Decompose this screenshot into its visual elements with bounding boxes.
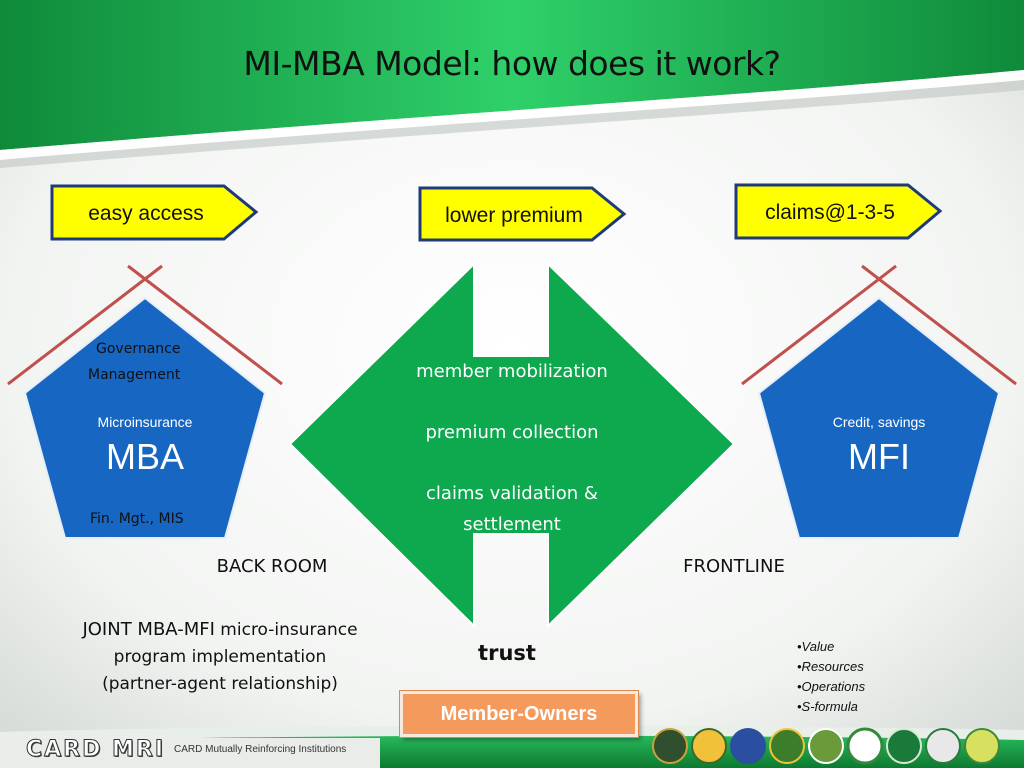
bullet-value: •Value xyxy=(797,639,835,654)
claims-tag-shape xyxy=(734,183,943,240)
settlement: settlement xyxy=(463,514,561,535)
claims-label: claims@1-3-5 xyxy=(765,201,895,224)
bullet-operations: •Operations xyxy=(797,679,866,694)
frontline-label: FRONTLINE xyxy=(683,556,785,577)
partner-logo-8-icon xyxy=(925,728,961,764)
mfi-roof-right-line xyxy=(861,264,1017,386)
mba-microinsurance: Microinsurance xyxy=(97,414,193,430)
premium-collection: premium collection xyxy=(425,422,599,443)
joint-micro-insurance: micro-insurance xyxy=(214,620,358,640)
mba-roof-left-line xyxy=(7,264,163,386)
member-mobilization: member mobilization xyxy=(416,361,608,382)
joint-line-1: JOINT MBA-MFI micro-insurance xyxy=(40,616,400,644)
slide-title: MI-MBA Model: how does it work? xyxy=(243,44,781,83)
easy-access-label: easy access xyxy=(88,202,204,225)
claims-validation: claims validation & xyxy=(426,483,598,504)
card-mri-logo: CARD MRI xyxy=(25,737,166,763)
mfi-pentagon xyxy=(757,296,1001,539)
member-owners-box: Member-Owners xyxy=(400,691,638,737)
mba-fin-mgt: Fin. Mgt., MIS xyxy=(90,511,184,527)
mba-roof-right-line xyxy=(127,264,283,386)
partner-logo-1-icon xyxy=(652,728,688,764)
bullet-list: •Value •Resources •Operations •S-formula xyxy=(797,637,865,717)
partner-logo-9-icon xyxy=(964,728,1000,764)
joint-line-2: program implementation xyxy=(113,647,327,667)
easy-access-tag-shape xyxy=(50,184,259,241)
center-process-shape xyxy=(288,261,736,629)
partner-logo-7-icon xyxy=(886,728,922,764)
mba-management: Management xyxy=(88,367,181,383)
joint-mba-mfi: JOINT MBA-MFI xyxy=(82,619,215,640)
partner-logo-4-icon xyxy=(769,728,805,764)
bullet-resources: •Resources xyxy=(797,659,864,674)
joint-program-text: JOINT MBA-MFI micro-insurance program im… xyxy=(40,616,400,698)
card-mri-tagline: CARD Mutually Reinforcing Institutions xyxy=(174,744,347,755)
mfi-credit-savings: Credit, savings xyxy=(832,414,926,430)
mba-governance: Governance xyxy=(96,341,181,357)
partner-logos xyxy=(652,727,1000,765)
mba-pentagon xyxy=(23,296,267,539)
mba-title: MBA xyxy=(105,436,184,477)
partner-logo-3-icon xyxy=(730,728,766,764)
mfi-title: MFI xyxy=(848,436,910,477)
joint-line-3: (partner-agent relationship) xyxy=(102,674,338,694)
lower-premium-label: lower premium xyxy=(445,204,583,227)
partner-logo-6-icon xyxy=(846,727,884,765)
mfi-roof-left-line xyxy=(741,264,897,386)
trust-label: trust xyxy=(478,641,536,665)
lower-premium-tag-shape xyxy=(418,186,627,242)
partner-logo-5-icon xyxy=(808,728,844,764)
bullet-s-formula: •S-formula xyxy=(797,699,858,714)
back-room-label: BACK ROOM xyxy=(216,556,328,577)
partner-logo-2-icon xyxy=(691,728,727,764)
